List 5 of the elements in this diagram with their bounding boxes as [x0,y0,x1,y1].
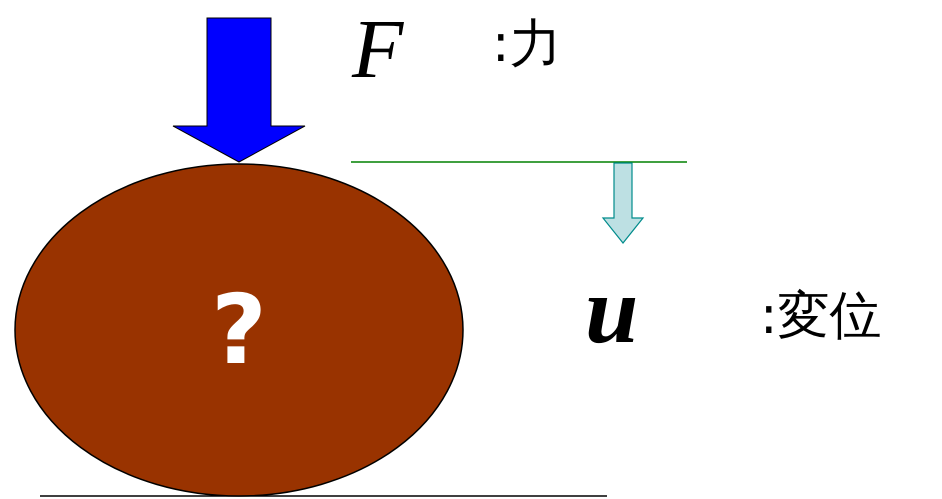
force-description: :力 [492,18,562,70]
displacement-description: :変位 [760,290,882,342]
displacement-symbol: u [585,262,638,358]
force-symbol: F [352,8,404,92]
question-mark: ? [211,282,267,378]
